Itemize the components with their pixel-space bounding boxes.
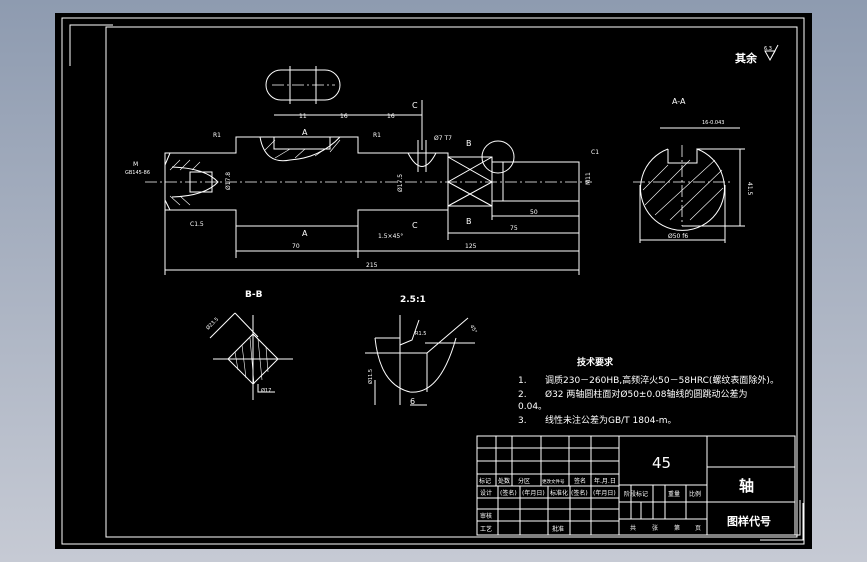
- dim-angle: 45°: [468, 324, 478, 335]
- tb-cell: (签名): [500, 489, 517, 497]
- tb-cell: 分区: [518, 477, 530, 485]
- dim-r1: R1: [213, 132, 221, 139]
- list-item-num: 1.: [518, 376, 527, 386]
- list-item: Ø32 两轴圆柱面对Ø50±0.08轴线的圆跳动公差为: [545, 388, 748, 400]
- tb-cell: 年.月.日: [594, 477, 616, 485]
- list-item: 0.04。: [518, 402, 547, 412]
- section-mark-b: B: [466, 139, 472, 148]
- section-mark-c: C: [412, 101, 418, 110]
- dim-thread: M11: [585, 172, 592, 185]
- dim-75: 75: [510, 225, 518, 232]
- dim-diameter: Ø50 f6: [668, 233, 688, 240]
- detail-scale: 2.5:1: [400, 295, 426, 305]
- tb-cell: 审核: [480, 512, 492, 520]
- dim-r1: R1: [373, 132, 381, 139]
- roughness-symbol-icon: [764, 44, 779, 62]
- inner-frame: [105, 26, 798, 538]
- tb-cell: 工艺: [480, 525, 492, 533]
- center-hole-note: GB145-86: [125, 170, 150, 176]
- section-mark-b: B: [466, 217, 472, 226]
- cad-drawing-area[interactable]: 其余 6.3 70 125 215 75 50 11 16 16 1.5×45°…: [55, 13, 812, 549]
- tech-req-title: 技术要求: [577, 356, 614, 368]
- dim-diameter: Ø17.5: [397, 174, 404, 192]
- section-mark-a: A: [302, 128, 308, 137]
- dim-c1-5: C1.5: [190, 221, 204, 228]
- section-aa-view: [633, 127, 745, 243]
- roughness-label: 其余: [735, 51, 758, 65]
- tb-cell: (签名): [571, 489, 588, 497]
- dim-height: 41.5: [746, 182, 753, 196]
- tb-cell: 阶段标记: [624, 490, 648, 498]
- part-name: 轴: [739, 477, 754, 495]
- tb-cell: 更改文件号: [542, 478, 565, 485]
- tb-cell: 页: [695, 525, 701, 532]
- dim-hole: Ø7 T7: [434, 135, 452, 142]
- section-aa-title: A-A: [672, 97, 686, 106]
- tb-cell: 签名: [574, 477, 586, 485]
- dim-hole: Ø17: [261, 387, 271, 394]
- tb-cell: 比例: [689, 490, 701, 498]
- tb-cell: 批准: [552, 525, 564, 533]
- tb-cell: 共: [630, 524, 636, 532]
- dim-chamfer: 1.5×45°: [378, 233, 403, 240]
- tb-cell: 标准化: [550, 489, 568, 497]
- section-mark-c: C: [412, 221, 418, 230]
- section-bb-title: B-B: [245, 290, 263, 300]
- shaft-main-view: [145, 66, 592, 275]
- corner-mark: [69, 24, 113, 66]
- list-item: 线性未注公差为GB/T 1804-m。: [545, 414, 676, 426]
- material: 45: [652, 454, 671, 472]
- dim-key-width: 16-0.043: [702, 120, 724, 126]
- dim-radius: R1.5: [415, 331, 426, 337]
- tb-cell: (年月日): [522, 489, 545, 497]
- dim-70: 70: [292, 243, 300, 250]
- tb-cell: 标记: [479, 477, 491, 485]
- dim-16: 16: [387, 113, 395, 120]
- dim-215: 215: [366, 262, 378, 269]
- tb-cell: 重量: [668, 490, 680, 498]
- drawing-sheet: 其余 6.3 70 125 215 75 50 11 16 16 1.5×45°…: [61, 17, 805, 545]
- drawing-number-label: 图样代号: [727, 514, 771, 528]
- outer-frame: [61, 17, 805, 545]
- dim-size: Ø23.5: [204, 316, 220, 332]
- detail-view: [365, 315, 475, 406]
- roughness-value: 6.3: [764, 46, 772, 52]
- tb-cell: 第: [674, 524, 680, 532]
- tb-cell: 张: [652, 524, 658, 532]
- list-item-num: 3.: [518, 416, 527, 426]
- dim-50: 50: [530, 209, 538, 216]
- tb-cell: 设计: [480, 489, 492, 497]
- title-block: [476, 435, 796, 536]
- center-hole-label: M: [133, 161, 138, 168]
- dim-diameter: Ø11.5: [367, 369, 374, 384]
- section-bb-view: [209, 312, 293, 400]
- section-mark-a: A: [302, 229, 308, 238]
- dim-width: 6: [410, 397, 415, 406]
- list-item-num: 2.: [518, 390, 527, 400]
- dim-diameter: Ø17.8: [225, 172, 232, 190]
- dim-16: 16: [340, 113, 348, 120]
- list-item: 调质230－260HB,高频淬火50－58HRC(螺纹表面除外)。: [545, 374, 779, 386]
- tech-req-list: 1. 调质230－260HB,高频淬火50－58HRC(螺纹表面除外)。 2. …: [518, 374, 779, 426]
- dim-c1: C1: [591, 149, 599, 156]
- tb-cell: (年月日): [593, 489, 616, 497]
- tb-cell: 处数: [498, 477, 510, 485]
- dim-11: 11: [299, 113, 307, 120]
- dim-125: 125: [465, 243, 477, 250]
